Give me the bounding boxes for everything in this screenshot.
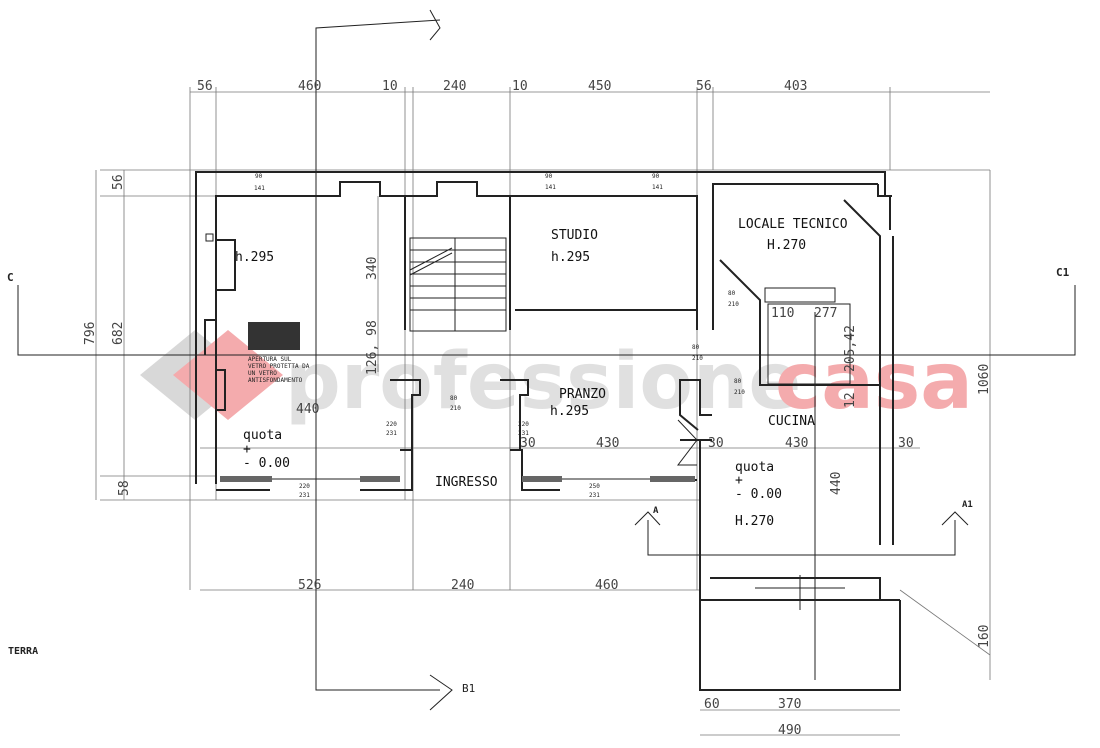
section-lines bbox=[17, 9, 1076, 711]
svg-text:30: 30 bbox=[708, 436, 724, 451]
svg-text:80: 80 bbox=[450, 395, 458, 402]
svg-text:231: 231 bbox=[518, 430, 529, 437]
svg-text:APERTURA SUL: APERTURA SUL bbox=[248, 356, 292, 363]
svg-text:LOCALE TECNICO: LOCALE TECNICO bbox=[738, 217, 848, 232]
svg-text:CUCINA: CUCINA bbox=[768, 414, 815, 429]
svg-text:80: 80 bbox=[692, 344, 700, 351]
glass-opening-note: APERTURA SUL VETRO PROTETTA DA UN VETRO … bbox=[248, 356, 310, 384]
svg-text:220: 220 bbox=[518, 421, 529, 428]
svg-text:quota: quota bbox=[243, 428, 282, 443]
svg-text:220: 220 bbox=[299, 483, 310, 490]
svg-text:90: 90 bbox=[255, 173, 263, 180]
svg-text:90: 90 bbox=[652, 173, 660, 180]
svg-text:STUDIO: STUDIO bbox=[551, 228, 598, 243]
svg-text:460: 460 bbox=[595, 578, 618, 593]
svg-text:460: 460 bbox=[298, 79, 321, 94]
svg-text:90: 90 bbox=[545, 173, 553, 180]
svg-text:56: 56 bbox=[111, 174, 126, 190]
svg-text:30: 30 bbox=[898, 436, 914, 451]
opening-labels: 90 141 90 141 90 141 80 210 80 210 80 21… bbox=[254, 173, 745, 499]
svg-text:210: 210 bbox=[734, 389, 745, 396]
svg-text:240: 240 bbox=[443, 79, 466, 94]
svg-text:231: 231 bbox=[386, 430, 397, 437]
svg-text:INGRESSO: INGRESSO bbox=[435, 475, 498, 490]
svg-text:210: 210 bbox=[728, 301, 739, 308]
svg-text:C1: C1 bbox=[1056, 266, 1070, 279]
svg-text:141: 141 bbox=[254, 185, 265, 192]
svg-text:682: 682 bbox=[111, 322, 126, 345]
svg-text:VETRO PROTETTA DA: VETRO PROTETTA DA bbox=[248, 363, 310, 370]
floor-label: TERRA bbox=[8, 646, 38, 657]
section-markers: C C1 A A1 B1 bbox=[7, 266, 1070, 695]
walls bbox=[195, 171, 901, 691]
svg-text:210: 210 bbox=[450, 405, 461, 412]
svg-text:231: 231 bbox=[299, 492, 310, 499]
svg-text:PRANZO: PRANZO bbox=[559, 387, 606, 402]
svg-text:430: 430 bbox=[596, 436, 619, 451]
svg-text:277: 277 bbox=[814, 306, 837, 321]
svg-text:160: 160 bbox=[977, 625, 992, 648]
svg-text:C: C bbox=[7, 271, 14, 284]
svg-text:141: 141 bbox=[545, 184, 556, 191]
svg-text:H.270: H.270 bbox=[735, 514, 774, 529]
svg-text:- 0.00: - 0.00 bbox=[243, 456, 290, 471]
svg-text:240: 240 bbox=[451, 578, 474, 593]
svg-text:+: + bbox=[243, 442, 251, 457]
staircase bbox=[409, 237, 507, 332]
room-labels: h.295 quota + - 0.00 STUDIO h.295 LOCALE… bbox=[8, 217, 848, 657]
svg-text:1060: 1060 bbox=[977, 364, 992, 395]
svg-text:10: 10 bbox=[382, 79, 398, 94]
dimension-labels: 56 460 10 240 10 450 56 403 56 796 682 5… bbox=[83, 79, 992, 738]
svg-text:B1: B1 bbox=[462, 682, 475, 695]
svg-text:126, 98: 126, 98 bbox=[365, 320, 380, 375]
svg-text:205,42: 205,42 bbox=[843, 325, 858, 372]
svg-text:250: 250 bbox=[589, 483, 600, 490]
svg-text:403: 403 bbox=[784, 79, 807, 94]
svg-text:- 0.00: - 0.00 bbox=[735, 487, 782, 502]
svg-text:220: 220 bbox=[386, 421, 397, 428]
svg-text:h.295: h.295 bbox=[551, 250, 590, 265]
svg-text:ANTISFONDAMENTO: ANTISFONDAMENTO bbox=[248, 377, 303, 384]
svg-text:30: 30 bbox=[520, 436, 536, 451]
svg-text:231: 231 bbox=[589, 492, 600, 499]
svg-text:+: + bbox=[735, 473, 743, 488]
svg-text:440: 440 bbox=[829, 472, 844, 495]
svg-text:490: 490 bbox=[778, 723, 801, 738]
svg-text:110: 110 bbox=[771, 306, 794, 321]
dimension-lines bbox=[95, 87, 991, 736]
svg-text:440: 440 bbox=[296, 402, 319, 417]
svg-text:430: 430 bbox=[785, 436, 808, 451]
svg-text:796: 796 bbox=[83, 322, 98, 345]
svg-text:10: 10 bbox=[512, 79, 528, 94]
window-glazing bbox=[205, 233, 845, 680]
svg-text:56: 56 bbox=[696, 79, 712, 94]
svg-text:58: 58 bbox=[117, 480, 132, 496]
svg-text:h.295: h.295 bbox=[235, 250, 274, 265]
svg-text:80: 80 bbox=[728, 290, 736, 297]
svg-text:340: 340 bbox=[365, 257, 380, 280]
svg-text:UN VETRO: UN VETRO bbox=[248, 370, 277, 377]
svg-text:141: 141 bbox=[652, 184, 663, 191]
svg-text:450: 450 bbox=[588, 79, 611, 94]
svg-text:56: 56 bbox=[197, 79, 213, 94]
svg-text:quota: quota bbox=[735, 460, 774, 475]
glass-floor-hatch bbox=[248, 322, 300, 350]
svg-text:H.270: H.270 bbox=[767, 238, 806, 253]
svg-text:80: 80 bbox=[734, 378, 742, 385]
svg-text:A1: A1 bbox=[962, 500, 973, 510]
svg-text:526: 526 bbox=[298, 578, 321, 593]
svg-text:370: 370 bbox=[778, 697, 801, 712]
svg-text:A: A bbox=[653, 506, 659, 516]
svg-text:12: 12 bbox=[843, 392, 858, 408]
svg-text:casa: casa bbox=[775, 337, 973, 427]
svg-text:h.295: h.295 bbox=[550, 404, 589, 419]
svg-text:210: 210 bbox=[692, 355, 703, 362]
svg-text:60: 60 bbox=[704, 697, 720, 712]
watermark-logo: professione casa bbox=[140, 330, 973, 427]
svg-text:professione: professione bbox=[285, 337, 801, 427]
